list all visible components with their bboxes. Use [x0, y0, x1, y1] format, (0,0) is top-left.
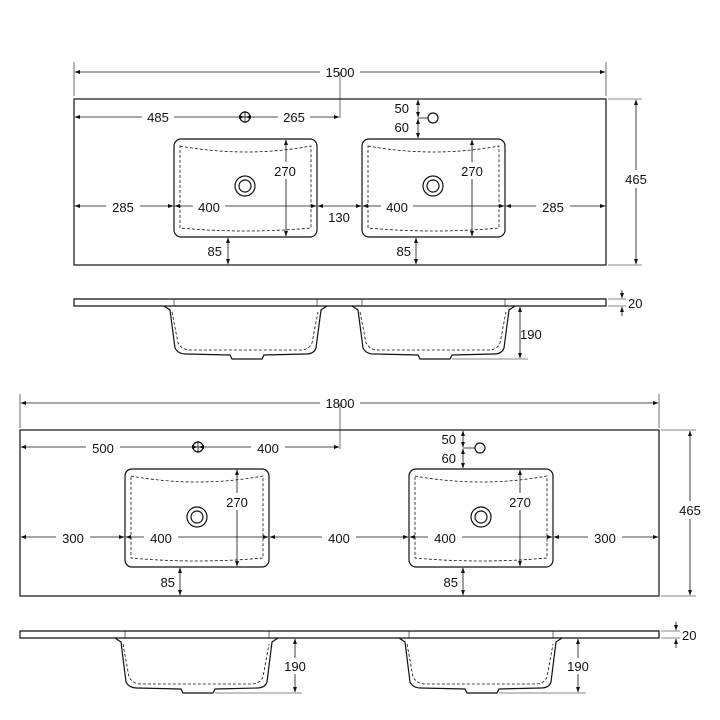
label-tap-back-offset-1800: 50: [442, 432, 456, 447]
vanity-1500-front-view: 20 190: [73, 290, 642, 360]
label-basin-height-right-1800: 270: [509, 495, 531, 510]
label-basin-width-right-1800: 400: [434, 531, 456, 546]
label-front-offset-right-1500: 85: [397, 244, 411, 259]
label-side-offset-right-1800: 300: [594, 531, 616, 546]
label-basin-height-left-1800: 270: [226, 495, 248, 510]
bowl-section-left-1800: [114, 637, 279, 694]
countertop-section-1800: [19, 630, 660, 639]
label-tap-to-center-1800: 400: [257, 441, 279, 456]
label-bowl-depth-right-1800: 190: [567, 659, 589, 674]
basin-right-1800: [408, 468, 554, 568]
vanity-1800-top-view: 1800 465 500 400 50 60: [19, 394, 707, 597]
label-thickness-1800: 20: [682, 628, 696, 643]
tap-hole-left-1800: [192, 441, 204, 453]
countertop-section-1500: [73, 298, 607, 307]
basin-right-1500: [361, 138, 506, 238]
tap-hole-right-1800: [463, 442, 486, 454]
label-bowl-depth-1500: 190: [520, 327, 542, 342]
countertop-outline-1800: [19, 429, 660, 597]
bowl-section-right-1500: [351, 305, 516, 360]
label-tap-spacing-1800: 60: [442, 451, 456, 466]
label-front-offset-right-1800: 85: [444, 575, 458, 590]
label-depth-1500: 465: [625, 172, 647, 187]
label-side-offset-right-1500: 285: [542, 200, 564, 215]
label-depth-1800: 465: [679, 503, 701, 518]
label-tap-left-offset-1800: 500: [92, 441, 114, 456]
label-tap-to-center-1500: 265: [283, 110, 305, 125]
vanity-1800-front-view: 20 190 190: [19, 622, 696, 694]
tap-hole-left-1500: [239, 111, 251, 123]
basin-left-1500: [173, 138, 318, 238]
label-basin-gap-1800: 400: [328, 531, 350, 546]
label-bowl-depth-left-1800: 190: [284, 659, 306, 674]
label-thickness-1500: 20: [628, 296, 642, 311]
bowl-section-left-1500: [163, 305, 328, 360]
tap-hole-right-1500: [418, 112, 439, 124]
bowl-section-right-1800: [398, 637, 563, 694]
label-tap-back-offset-1500: 50: [395, 101, 409, 116]
label-basin-height-right-1500: 270: [461, 164, 483, 179]
vanity-1500-top-view: 1500 465 485 265 50 60: [73, 62, 654, 266]
label-basin-width-right-1500: 400: [386, 200, 408, 215]
label-tap-spacing-1500: 60: [395, 120, 409, 135]
label-side-offset-left-1800: 300: [62, 531, 84, 546]
label-front-offset-left-1800: 85: [161, 575, 175, 590]
label-basin-gap-1500: 130: [328, 210, 350, 225]
label-basin-width-left-1800: 400: [150, 531, 172, 546]
basin-left-1800: [124, 468, 270, 568]
label-basin-height-left-1500: 270: [274, 164, 296, 179]
label-tap-left-offset-1500: 485: [147, 110, 169, 125]
label-front-offset-left-1500: 85: [208, 244, 222, 259]
label-basin-width-left-1500: 400: [198, 200, 220, 215]
label-side-offset-left-1500: 285: [112, 200, 134, 215]
